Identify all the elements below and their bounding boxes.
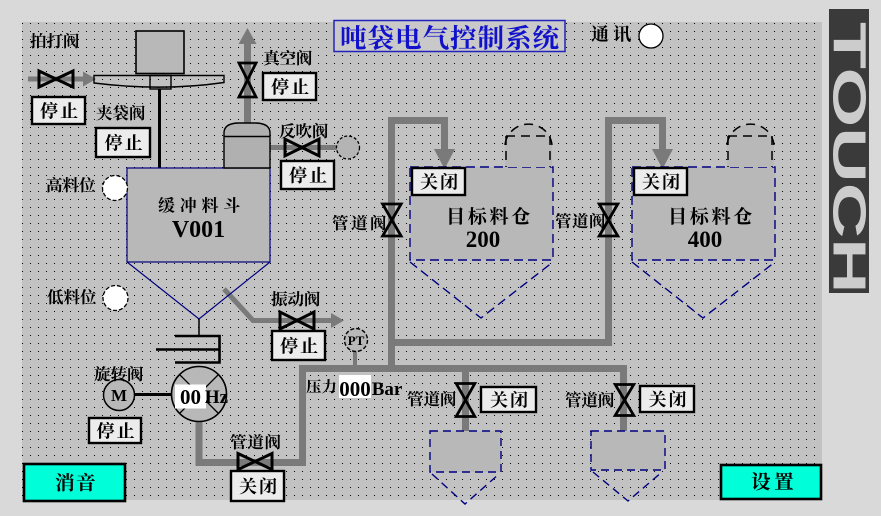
svg-text:M: M: [111, 386, 127, 405]
svg-text:PT: PT: [348, 333, 365, 348]
svg-text:TOUCH: TOUCH: [823, 22, 874, 294]
svg-text:00: 00: [180, 385, 201, 409]
svg-text:Bar: Bar: [372, 379, 403, 400]
svg-text:000: 000: [339, 377, 371, 401]
svg-text:Hz: Hz: [205, 387, 229, 408]
svg-text:400: 400: [688, 227, 723, 252]
svg-text:V001: V001: [172, 217, 225, 243]
svg-text:200: 200: [466, 227, 501, 252]
